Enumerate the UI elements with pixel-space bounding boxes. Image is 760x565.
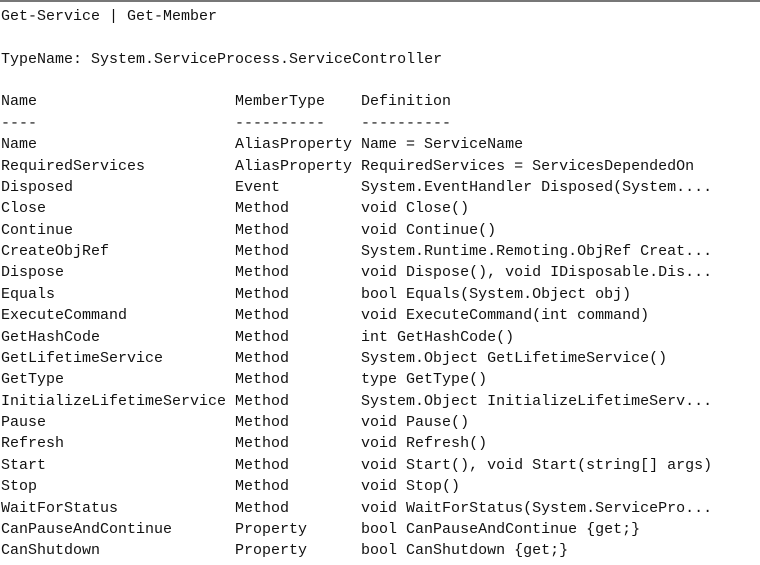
table-row: WaitForStatus Method void WaitForStatus(Sy… (1, 498, 760, 519)
member-definition: System.Object InitializeLifetimeServ... (361, 392, 713, 410)
header-name: Name (1, 93, 38, 111)
member-name: Dispose (1, 264, 65, 282)
table-row: Close Method void Close() (1, 198, 760, 219)
header-member-type: MemberType (235, 93, 326, 111)
member-name: CanShutdown (1, 542, 101, 560)
table-row: Disposed Event System.EventHandler Dispose… (1, 177, 760, 198)
separator-member-type: ---------- (235, 114, 326, 132)
member-type: Method (235, 349, 290, 367)
table-row: CanPauseAndContinue Property bool CanPause… (1, 519, 760, 540)
member-name: Continue (1, 221, 74, 239)
member-definition: System.Runtime.Remoting.ObjRef Creat... (361, 243, 713, 261)
member-definition: System.EventHandler Disposed(System.... (361, 178, 713, 196)
member-type: Method (235, 435, 290, 453)
member-type: Method (235, 221, 290, 239)
member-name: Close (1, 200, 47, 218)
member-type: Method (235, 499, 290, 517)
member-name: GetType (1, 371, 65, 389)
member-type: Method (235, 478, 290, 496)
table-row: Equals Method bool Equals(System.Object ob… (1, 284, 760, 305)
member-definition: System.Object GetLifetimeService() (361, 349, 668, 367)
member-type: Property (235, 520, 308, 538)
member-name: GetLifetimeService (1, 349, 164, 367)
member-name: CanPauseAndContinue (1, 520, 173, 538)
member-definition: void Start(), void Start(string[] args) (361, 456, 713, 474)
table-row: GetType Method type GetType() (1, 369, 760, 390)
member-type: AliasProperty (235, 157, 353, 175)
member-definition: Name = ServiceName (361, 136, 524, 154)
table-row: InitializeLifetimeService Method System.Ob… (1, 391, 760, 412)
member-type: Method (235, 264, 290, 282)
member-type: Method (235, 243, 290, 261)
member-type: Method (235, 371, 290, 389)
header-separator: ------------------------ (1, 113, 760, 134)
command-line: Get-Service | Get-Member (1, 6, 760, 27)
member-name: Disposed (1, 178, 74, 196)
member-name: Refresh (1, 435, 65, 453)
member-definition: void Stop() (361, 478, 461, 496)
command-text: Get-Service | Get-Member (1, 8, 218, 25)
member-definition: bool CanShutdown {get;} (361, 542, 569, 560)
member-type: Method (235, 307, 290, 325)
member-type: Method (235, 392, 290, 410)
member-definition: void Close() (361, 200, 470, 218)
member-type: Method (235, 200, 290, 218)
table-row: CanShutdown Property bool CanShutdown {get… (1, 540, 760, 561)
member-definition: void Refresh() (361, 435, 488, 453)
member-definition: void Continue() (361, 221, 497, 239)
member-name: CreateObjRef (1, 243, 110, 261)
separator-definition: ---------- (361, 114, 452, 132)
member-type: AliasProperty (235, 136, 353, 154)
member-definition: int GetHashCode() (361, 328, 515, 346)
member-type: Method (235, 328, 290, 346)
table-row: Name AliasProperty Name = ServiceName (1, 134, 760, 155)
member-type: Method (235, 414, 290, 432)
member-name: GetHashCode (1, 328, 101, 346)
member-name: WaitForStatus (1, 499, 119, 517)
member-definition: void Pause() (361, 414, 470, 432)
table-row: GetLifetimeService Method System.Object Ge… (1, 348, 760, 369)
blank-line (1, 70, 760, 91)
table-row: Start Method void Start(), void Start(stri… (1, 455, 760, 476)
member-name: Name (1, 136, 38, 154)
type-name-line: TypeName: System.ServiceProcess.ServiceC… (1, 49, 760, 70)
table-row: RequiredServices AliasProperty RequiredSer… (1, 156, 760, 177)
member-definition: void WaitForStatus(System.ServicePro... (361, 499, 713, 517)
member-name: InitializeLifetimeService (1, 392, 227, 410)
table-row: ExecuteCommand Method void ExecuteCommand(… (1, 305, 760, 326)
table-row: Continue Method void Continue() (1, 220, 760, 241)
separator-name: ---- (1, 114, 38, 132)
member-definition: RequiredServices = ServicesDependedOn (361, 157, 695, 175)
table-header: Name MemberType Definition (1, 91, 760, 112)
member-name: Pause (1, 414, 47, 432)
table-row: Pause Method void Pause() (1, 412, 760, 433)
member-name: Equals (1, 285, 56, 303)
member-type: Method (235, 456, 290, 474)
type-name: TypeName: System.ServiceProcess.ServiceC… (1, 50, 443, 68)
table-row: Refresh Method void Refresh() (1, 433, 760, 454)
member-name: Stop (1, 478, 38, 496)
member-definition: type GetType() (361, 371, 488, 389)
member-definition: void ExecuteCommand(int command) (361, 307, 650, 325)
header-definition: Definition (361, 93, 452, 111)
member-name: RequiredServices (1, 157, 146, 175)
member-name: ExecuteCommand (1, 307, 128, 325)
member-name: Start (1, 456, 47, 474)
table-row: GetHashCode Method int GetHashCode() (1, 327, 760, 348)
member-type: Method (235, 285, 290, 303)
table-row: CreateObjRef Method System.Runtime.Remotin… (1, 241, 760, 262)
table-row: Dispose Method void Dispose(), void IDispo… (1, 262, 760, 283)
member-definition: bool Equals(System.Object obj) (361, 285, 632, 303)
member-definition: bool CanPauseAndContinue {get;} (361, 520, 641, 538)
table-row: Stop Method void Stop() (1, 476, 760, 497)
member-type: Property (235, 542, 308, 560)
blank-line (1, 27, 760, 48)
member-definition: void Dispose(), void IDisposable.Dis... (361, 264, 713, 282)
top-border (0, 0, 760, 2)
member-type: Event (235, 178, 281, 196)
